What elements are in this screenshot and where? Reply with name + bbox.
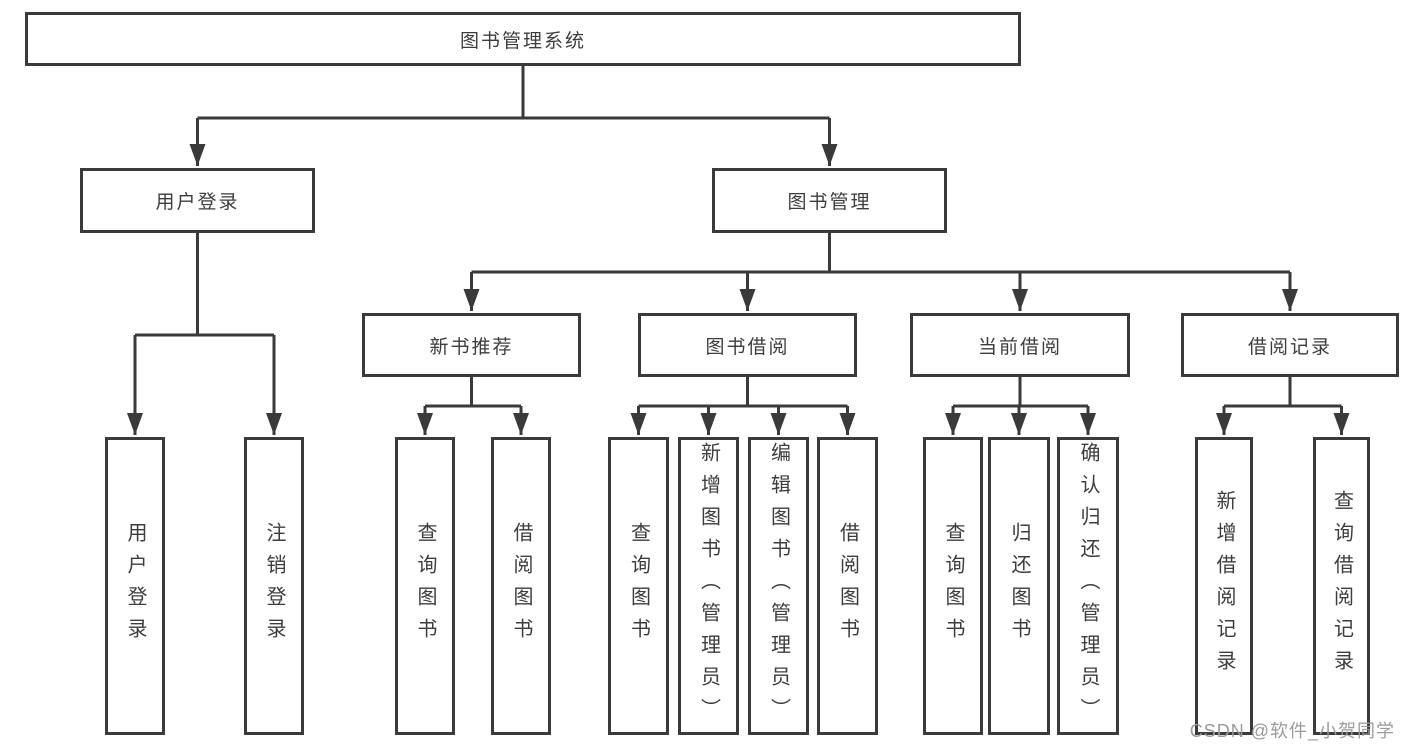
leaf-label: 注销登录 <box>263 522 285 650</box>
leaf-label: 新增借阅记录 <box>1213 490 1235 682</box>
leaf-user-login: 用户登录 <box>105 437 165 735</box>
leaf-label: 查询图书 <box>942 522 964 650</box>
node-label: 新书推荐 <box>429 336 514 358</box>
node-library-system: 图书管理系统 <box>25 12 1021 66</box>
node-borrow-records: 借阅记录 <box>1181 313 1399 377</box>
node-book-borrow: 图书借阅 <box>638 313 857 377</box>
node-new-book-recommend: 新书推荐 <box>362 313 581 377</box>
leaf-label: 查询图书 <box>414 522 436 650</box>
node-user-login: 用户登录 <box>80 168 315 233</box>
leaf-records-query-record: 查询借阅记录 <box>1313 437 1370 735</box>
leaf-label: 编辑图书（管理员） <box>767 442 790 730</box>
leaf-borrow-add-books-admin: 新增图书（管理员） <box>678 437 739 735</box>
leaf-borrow-borrow-books: 借阅图书 <box>817 437 878 735</box>
node-label: 用户登录 <box>155 192 240 213</box>
leaf-newbooks-query-books: 查询图书 <box>395 437 455 735</box>
leaf-borrow-edit-books-admin: 编辑图书（管理员） <box>748 437 809 735</box>
node-label: 图书管理系统 <box>459 30 586 52</box>
leaf-records-add-record: 新增借阅记录 <box>1195 437 1253 735</box>
watermark: CSDN @软件_小贺同学 <box>1189 721 1395 741</box>
leaf-current-query-books: 查询图书 <box>923 437 983 735</box>
node-label: 图书借阅 <box>705 336 790 358</box>
leaf-logout: 注销登录 <box>244 437 304 735</box>
leaf-label: 借阅图书 <box>510 522 532 650</box>
leaf-label: 查询图书 <box>627 522 650 650</box>
node-label: 图书管理 <box>787 192 872 213</box>
leaf-borrow-query-books: 查询图书 <box>608 437 669 735</box>
leaf-current-confirm-return-admin: 确认归还（管理员） <box>1057 437 1119 735</box>
leaf-label: 确认归还（管理员） <box>1077 442 1099 730</box>
node-label: 当前借阅 <box>977 336 1062 358</box>
leaf-label: 查询借阅记录 <box>1330 490 1353 682</box>
leaf-label: 用户登录 <box>124 522 146 650</box>
leaf-label: 新增图书（管理员） <box>697 442 720 730</box>
node-book-management: 图书管理 <box>712 168 947 233</box>
leaf-newbooks-borrow-books: 借阅图书 <box>491 437 551 735</box>
leaf-label: 借阅图书 <box>836 522 859 650</box>
node-label: 借阅记录 <box>1247 336 1332 358</box>
node-current-borrow: 当前借阅 <box>910 313 1130 377</box>
leaf-label: 归还图书 <box>1008 522 1030 650</box>
leaf-current-return-books: 归还图书 <box>988 437 1050 735</box>
